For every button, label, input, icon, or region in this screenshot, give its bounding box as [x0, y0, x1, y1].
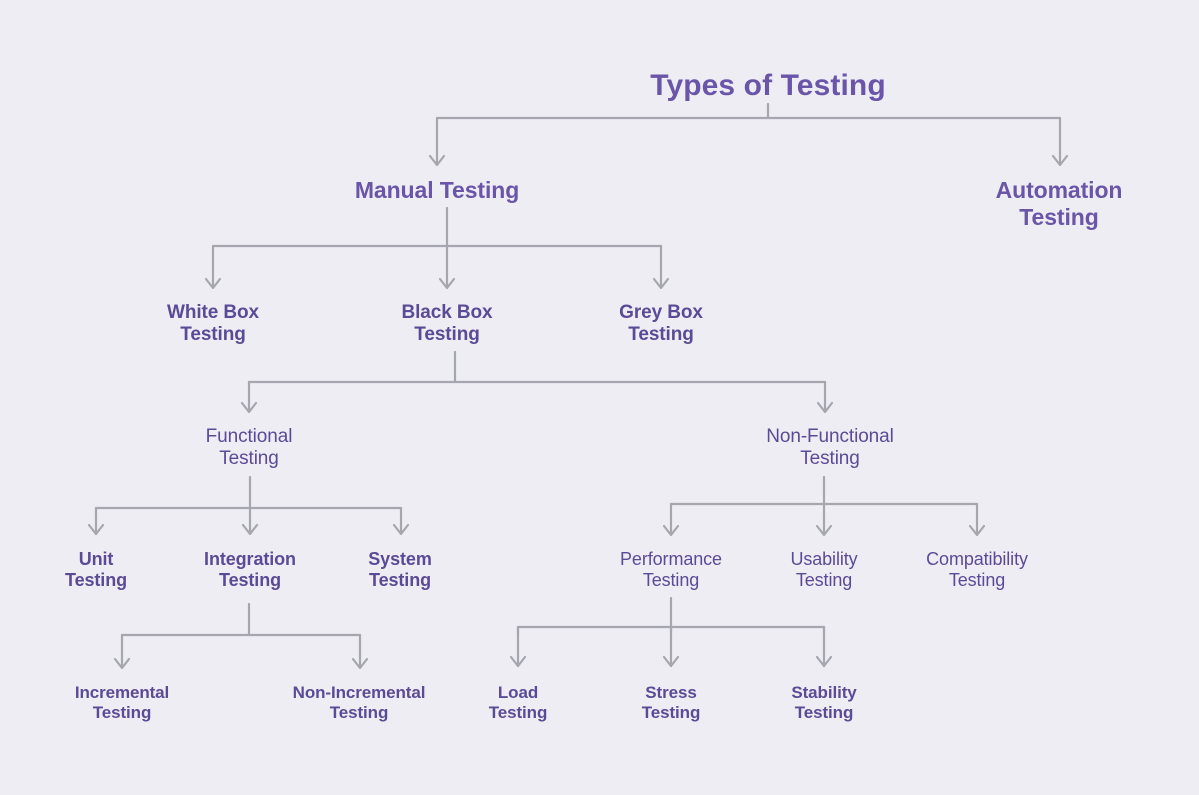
edge-performance-to-children	[509, 596, 833, 668]
node-load-testing: Load Testing	[488, 683, 548, 722]
node-grey-box-testing: Grey Box Testing	[619, 302, 703, 346]
node-functional-testing: Functional Testing	[205, 426, 293, 470]
node-incremental-testing: Incremental Testing	[74, 683, 170, 722]
edge-manual-to-boxes	[204, 206, 670, 290]
node-unit-testing: Unit Testing	[65, 549, 127, 590]
edge-blackbox-to-functional	[240, 350, 834, 414]
node-system-testing: System Testing	[368, 549, 432, 590]
node-compatibility-testing: Compatibility Testing	[926, 549, 1028, 590]
node-manual-testing: Manual Testing	[354, 177, 520, 203]
node-non-functional-testing: Non-Functional Testing	[766, 426, 894, 470]
node-white-box-testing: White Box Testing	[167, 302, 259, 346]
node-black-box-testing: Black Box Testing	[401, 302, 493, 346]
edge-functional-to-children	[87, 475, 410, 536]
edge-nonfunctional-to-children	[662, 475, 986, 537]
node-stability-testing: Stability Testing	[791, 683, 857, 722]
node-non-incremental-testing: Non-Incremental Testing	[292, 683, 426, 722]
node-automation-testing: Automation Testing	[995, 177, 1123, 230]
node-stress-testing: Stress Testing	[641, 683, 701, 722]
node-integration-testing: Integration Testing	[204, 549, 296, 590]
node-performance-testing: Performance Testing	[620, 549, 722, 590]
node-usability-testing: Usability Testing	[790, 549, 858, 590]
page-title: Types of Testing	[650, 69, 886, 102]
edge-root-to-level1	[428, 102, 1069, 167]
edge-integration-to-children	[113, 602, 369, 670]
